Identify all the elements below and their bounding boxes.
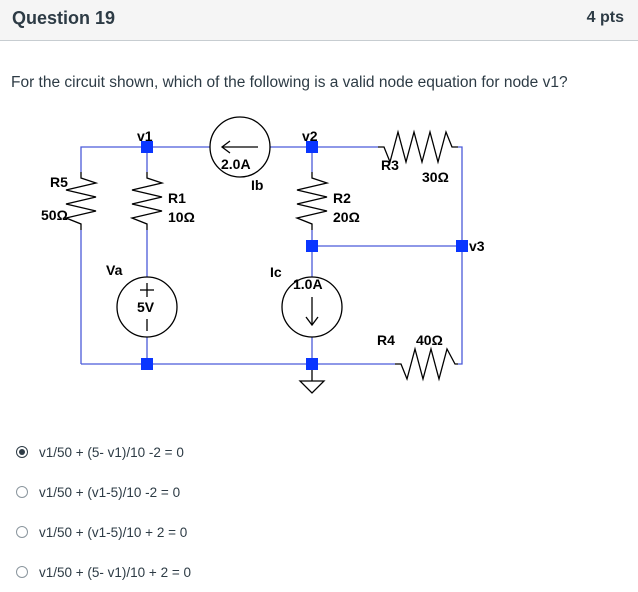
node-v2-marker bbox=[306, 141, 318, 153]
ic-current-source bbox=[281, 276, 343, 338]
node-v3-marker bbox=[456, 240, 468, 252]
node-v1-marker bbox=[141, 141, 153, 153]
label-v1: v1 bbox=[137, 128, 153, 144]
circuit-diagram: v1 v2 v3 R5 50Ω R1 10Ω R2 20Ω R3 30Ω R4 … bbox=[41, 116, 485, 394]
r3-resistor bbox=[378, 129, 458, 165]
answer-option-3[interactable]: v1/50 + (v1-5)/10 + 2 = 0 bbox=[16, 512, 191, 552]
label-ib-value: 2.0A bbox=[221, 156, 251, 172]
answer-radio-1[interactable] bbox=[16, 446, 28, 458]
label-r1-name: R1 bbox=[168, 190, 186, 206]
va-voltage-source bbox=[116, 276, 178, 338]
r2-resistor bbox=[294, 172, 330, 230]
answer-radio-2[interactable] bbox=[16, 486, 28, 498]
label-r4-name: R4 bbox=[377, 332, 395, 348]
label-r4-value: 40Ω bbox=[416, 332, 443, 348]
label-ic-value: 1.0A bbox=[293, 276, 323, 292]
node-mid-marker bbox=[306, 240, 318, 252]
answer-list: v1/50 + (5- v1)/10 -2 = 0 v1/50 + (v1-5)… bbox=[16, 432, 191, 592]
answer-option-4[interactable]: v1/50 + (5- v1)/10 + 2 = 0 bbox=[16, 552, 191, 592]
node-ground-marker bbox=[306, 358, 318, 370]
answer-text-4: v1/50 + (5- v1)/10 + 2 = 0 bbox=[39, 564, 191, 580]
answer-text-1: v1/50 + (5- v1)/10 -2 = 0 bbox=[39, 444, 184, 460]
answer-text-3: v1/50 + (v1-5)/10 + 2 = 0 bbox=[39, 524, 188, 540]
r4-resistor bbox=[395, 346, 458, 382]
circuit-wires bbox=[80, 146, 463, 365]
label-r2-value: 20Ω bbox=[333, 209, 360, 225]
answer-text-2: v1/50 + (v1-5)/10 -2 = 0 bbox=[39, 484, 181, 500]
answer-radio-3[interactable] bbox=[16, 526, 28, 538]
question-text: For the circuit shown, which of the foll… bbox=[11, 74, 568, 91]
answer-option-2[interactable]: v1/50 + (v1-5)/10 -2 = 0 bbox=[16, 472, 191, 512]
answer-option-1[interactable]: v1/50 + (5- v1)/10 -2 = 0 bbox=[16, 432, 191, 472]
label-r3-name: R3 bbox=[381, 157, 399, 173]
label-ic-name: Ic bbox=[270, 264, 282, 280]
label-r5-name: R5 bbox=[50, 174, 68, 190]
ib-current-source bbox=[209, 116, 271, 178]
label-r2-name: R2 bbox=[333, 190, 351, 206]
label-ib-name: Ib bbox=[251, 177, 263, 193]
label-r5-value: 50Ω bbox=[41, 207, 68, 223]
r5-resistor bbox=[63, 172, 99, 230]
label-va-name: Va bbox=[106, 262, 123, 278]
label-va-value: 5V bbox=[137, 299, 155, 315]
node-bottom-left-marker bbox=[141, 358, 153, 370]
r1-resistor bbox=[129, 172, 165, 230]
question-title: Question 19 bbox=[12, 8, 116, 28]
question-header: Question 19 4 pts bbox=[0, 0, 638, 41]
label-v3: v3 bbox=[469, 238, 485, 254]
label-v2: v2 bbox=[302, 128, 318, 144]
answer-radio-4[interactable] bbox=[16, 566, 28, 578]
label-r3-value: 30Ω bbox=[422, 169, 449, 185]
label-r1-value: 10Ω bbox=[168, 209, 195, 225]
question-points: 4 pts bbox=[586, 9, 624, 26]
